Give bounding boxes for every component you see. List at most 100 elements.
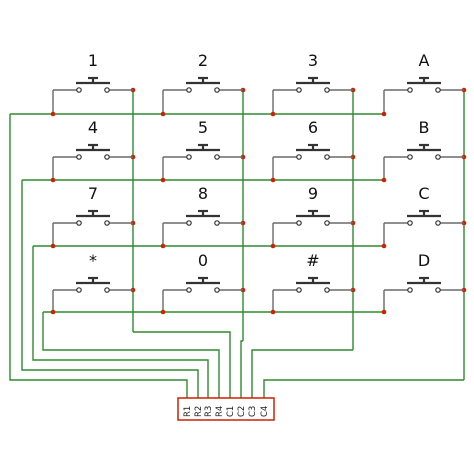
switch-contact [324,87,330,93]
row-route-2 [21,180,199,398]
switch-contact [324,287,330,293]
key-label-3-3: 9 [308,184,318,203]
switch-contact [76,87,82,93]
switch-D [384,276,464,293]
pin-label-r3: R3 [204,406,214,417]
switch-contact [214,87,220,93]
switch-# [273,276,353,293]
switch-B [384,143,464,160]
switch-contact [324,220,330,226]
key-label-3-1: 7 [88,184,98,203]
switch-0 [163,276,243,293]
switch-contact [186,87,192,93]
key-label-2-4: B [419,118,430,137]
switch-contact [104,220,110,226]
junction-row-2-2 [160,177,166,183]
key-label-1-2: 2 [198,51,208,70]
switch-4 [53,143,133,160]
key-label-3-2: 8 [198,184,208,203]
col-route-4 [263,379,464,398]
switch-contact [104,154,110,160]
key-label-1-3: 3 [308,51,318,70]
switch-7 [53,209,133,226]
junction-row-1-1 [50,111,56,117]
switch-3 [273,76,353,93]
switch-8 [163,209,243,226]
switch-contact [104,287,110,293]
pin-label-r4: R4 [215,406,225,417]
pin-label-c4: C4 [260,406,270,417]
junction-row-1-4 [381,111,387,117]
switch-contact [296,287,302,293]
switch-contact [104,87,110,93]
switch-contact [435,220,441,226]
switch-contact [435,87,441,93]
junction-row-4-4 [381,309,387,315]
key-label-4-4: D [418,251,430,270]
key-label-1-4: A [419,51,430,70]
junction-row-3-4 [381,243,387,249]
col-route-2 [240,340,243,398]
switch-contact [435,154,441,160]
switch-contact [186,287,192,293]
key-label-4-3: # [306,251,319,270]
junction-row-4-1 [50,309,56,315]
junction-row-4-3 [270,309,276,315]
switch-contact [186,220,192,226]
row-route-1 [9,114,188,398]
pin-label-c3: C3 [248,406,258,417]
switch-A [384,76,464,93]
pin-label-c1: C1 [226,406,236,417]
switch-contact [324,154,330,160]
switch-contact [296,87,302,93]
pin-label-r2: R2 [194,406,204,417]
connector-body [177,397,275,421]
switch-9 [273,209,353,226]
junction-row-2-3 [270,177,276,183]
switch-contact [407,220,413,226]
switch-contact [407,87,413,93]
switch-contact [407,287,413,293]
junction-row-1-3 [270,111,276,117]
key-label-2-1: 4 [88,118,98,137]
pin-label-c2: C2 [237,406,247,417]
switch-contact [76,220,82,226]
col-route-3 [251,349,353,398]
switch-contact [214,154,220,160]
switch-C [384,209,464,226]
row-route-3 [32,246,209,398]
junction-row-4-2 [160,309,166,315]
switch-5 [163,143,243,160]
key-label-1-1: 1 [88,51,98,70]
junction-row-1-2 [160,111,166,117]
col-route-1 [133,331,231,398]
switch-2 [163,76,243,93]
key-labels: 1 2 3 A 4 5 6 B 7 8 9 C * 0 # D [88,51,430,270]
junction-row-2-4 [381,177,387,183]
switch-contact [186,154,192,160]
key-label-2-2: 5 [198,118,208,137]
key-label-3-4: C [418,184,429,203]
switch-contact [407,154,413,160]
switch-contact [296,220,302,226]
switch-contact [435,287,441,293]
switch-contact [76,154,82,160]
switch-* [53,276,133,293]
row-route-4 [42,312,220,398]
key-label-4-1: * [89,251,97,270]
switch-1 [53,76,133,93]
pin-label-r1: R1 [183,406,193,417]
wiring [9,87,467,398]
key-label-2-3: 6 [308,118,318,137]
junction-row-3-1 [50,243,56,249]
switch-contact [214,220,220,226]
junction-row-2-1 [50,177,56,183]
switch-contact [76,287,82,293]
key-label-4-2: 0 [198,251,208,270]
switch-matrix [53,76,464,293]
junction-row-3-2 [160,243,166,249]
junction-row-3-3 [270,243,276,249]
switch-6 [273,143,353,160]
